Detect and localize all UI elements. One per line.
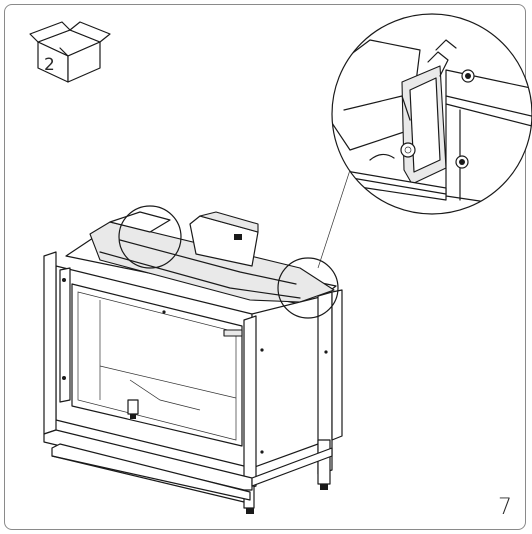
fireplace-insert [43, 211, 343, 514]
highlight-circle-left [118, 205, 182, 269]
detail-magnifier [331, 13, 532, 215]
highlight-circle-right [277, 257, 339, 319]
package-box-number: 2 [44, 55, 55, 75]
step-number: 7 [498, 495, 512, 520]
package-box-icon [29, 21, 111, 83]
leader-line [317, 169, 351, 269]
page-frame [4, 4, 526, 530]
